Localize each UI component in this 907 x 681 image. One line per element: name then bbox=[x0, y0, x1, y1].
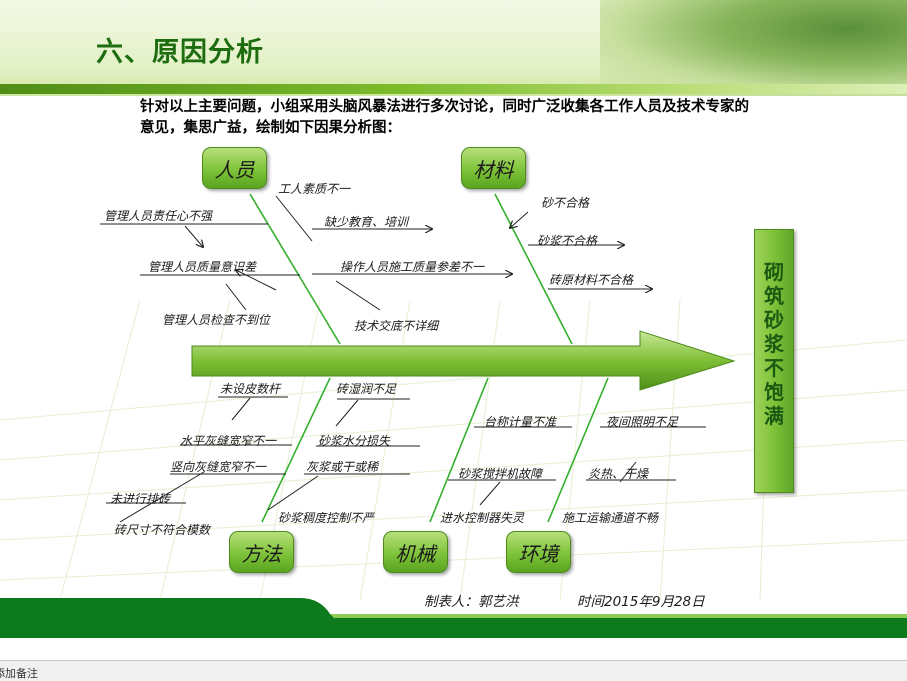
category-environment-label: 环境 bbox=[518, 541, 559, 566]
intro-text: 针对以上主要问题，小组采用头脑风暴法进行多次讨论，同时广泛收集各工作人员及技术专… bbox=[140, 99, 749, 136]
header-stripe bbox=[0, 84, 907, 94]
cause-label: 管理人员检查不到位 bbox=[162, 313, 271, 327]
cause-label: 水平灰缝宽窄不一 bbox=[180, 434, 277, 448]
cause-label: 砂不合格 bbox=[541, 196, 590, 210]
notes-bar[interactable]: 添加备注 bbox=[0, 660, 907, 681]
notes-placeholder[interactable]: 添加备注 bbox=[0, 667, 38, 680]
fishbone-lines bbox=[100, 193, 736, 523]
main-arrow bbox=[191, 330, 736, 391]
cause-label: 管理人员责任心不强 bbox=[104, 209, 213, 223]
category-people-box: 人员 bbox=[202, 147, 267, 189]
cause-label: 砂浆搅拌机故障 bbox=[458, 467, 543, 481]
table-maker: 制表人：郭艺洪 bbox=[424, 594, 519, 610]
cause-label: 操作人员施工质量参差不一 bbox=[340, 260, 485, 274]
grid-background bbox=[0, 300, 907, 600]
bottom-band bbox=[0, 598, 907, 638]
cause-label: 工人素质不一 bbox=[278, 182, 351, 196]
cause-label: 管理人员质量意识差 bbox=[148, 260, 257, 274]
category-machine-label: 机械 bbox=[395, 541, 436, 566]
bone-material bbox=[494, 193, 573, 345]
cause-label: 砖湿润不足 bbox=[336, 382, 397, 396]
bone-machine bbox=[429, 377, 489, 523]
category-machine-box: 机械 bbox=[383, 531, 448, 573]
bone-people bbox=[249, 193, 341, 345]
category-material-label: 材料 bbox=[473, 157, 514, 182]
cause-label: 技术交底不详细 bbox=[354, 319, 439, 333]
cause-label: 砂浆水分损失 bbox=[318, 434, 391, 448]
cause-label: 进水控制器失灵 bbox=[440, 511, 525, 525]
cause-label: 砂浆不合格 bbox=[537, 234, 598, 248]
effect-label: 砌筑砂浆不饱满 bbox=[764, 260, 784, 428]
cause-label: 竖向灰缝宽窄不一 bbox=[170, 460, 267, 474]
cause-label: 未进行排砖 bbox=[110, 492, 171, 506]
cause-label: 台称计量不准 bbox=[484, 415, 557, 429]
cause-label: 夜间照明不足 bbox=[606, 415, 679, 429]
cause-label: 砖尺寸不符合模数 bbox=[114, 523, 211, 537]
category-method-box: 方法 bbox=[229, 531, 294, 573]
header-photo bbox=[600, 0, 907, 96]
cause-label: 未设皮数杆 bbox=[220, 382, 281, 396]
category-people-label: 人员 bbox=[214, 157, 255, 182]
page-title: 六、原因分析 bbox=[96, 37, 264, 68]
cause-label: 砖原材料不合格 bbox=[549, 273, 634, 287]
bone-environment bbox=[547, 377, 609, 523]
cause-label: 缺少教育、培训 bbox=[324, 215, 409, 229]
category-material-box: 材料 bbox=[461, 147, 526, 189]
cause-label: 灰浆或干或稀 bbox=[306, 460, 379, 474]
effect-box: 砌筑砂浆不饱满 bbox=[754, 229, 794, 493]
table-date: 时间2015年9月28日 bbox=[577, 594, 705, 610]
slide: 六、原因分析 针对以上主要问题，小组采用头脑风暴法进行多次讨论，同时广泛收集各工… bbox=[0, 0, 907, 638]
bone-method bbox=[261, 377, 331, 523]
category-environment-box: 环境 bbox=[506, 531, 571, 573]
cause-label: 炎热、干燥 bbox=[588, 467, 649, 481]
cause-label: 施工运输通道不畅 bbox=[562, 511, 659, 525]
cause-label: 砂浆稠度控制不严 bbox=[278, 511, 375, 525]
category-method-label: 方法 bbox=[241, 541, 282, 566]
